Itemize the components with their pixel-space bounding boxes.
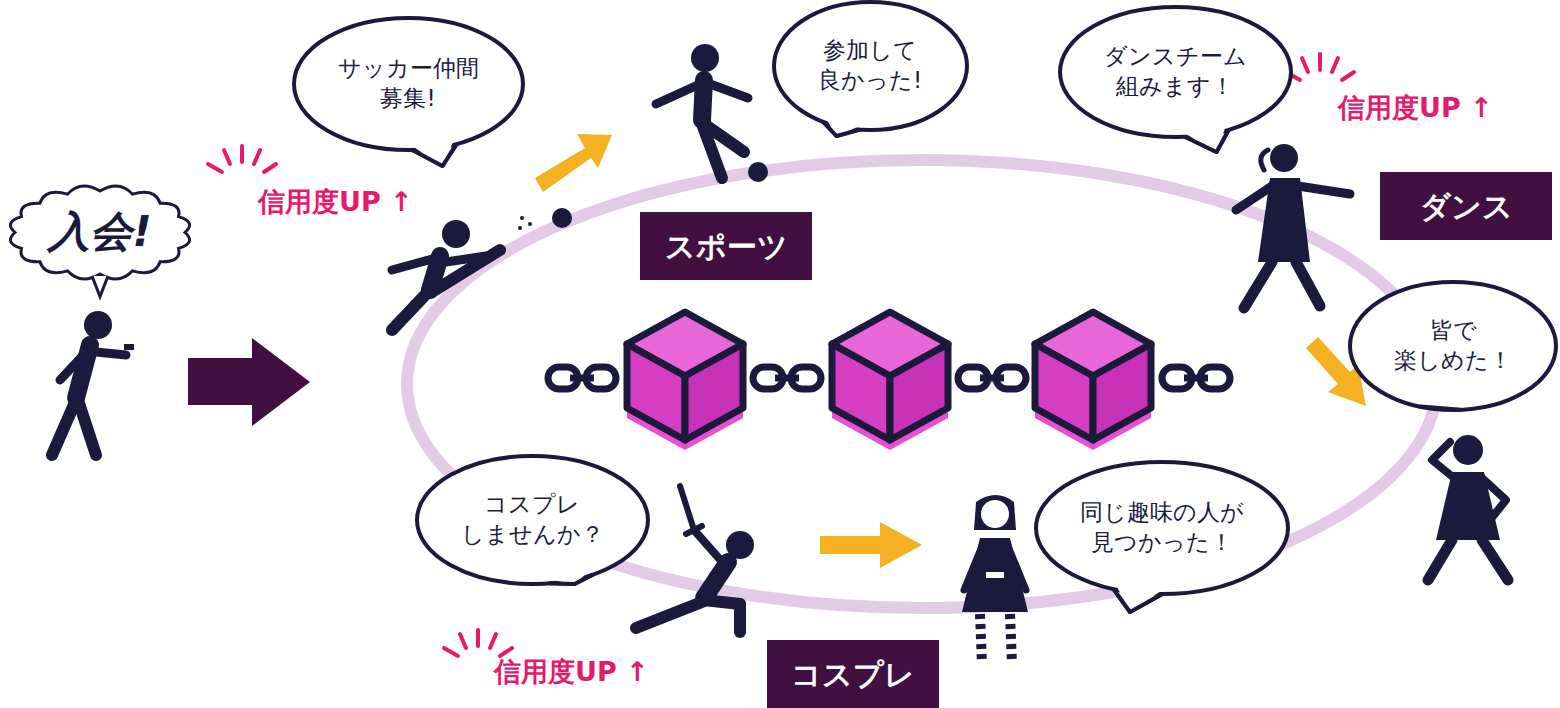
speech-text: 同じ趣味の人が 見つかった！	[1080, 498, 1244, 558]
speech-text: 皆で 楽しめた！	[1394, 316, 1512, 376]
speech-bubble-outline	[1350, 282, 1556, 410]
speech-bubble-outline	[1060, 7, 1291, 137]
trust-up-label: 信用度UP ↑	[258, 184, 413, 220]
speech-bubble: 皆で 楽しめた！	[1350, 282, 1556, 410]
spark	[1286, 54, 1354, 80]
thought-cloud: 入会!	[15, 191, 185, 274]
flow-arrow	[535, 134, 1366, 568]
speech-bubble: サッカー仲間 募集!	[294, 18, 523, 150]
dancer-figure	[1236, 144, 1350, 308]
trust-up-label: 信用度UP ↑	[494, 654, 649, 690]
speech-bubble: ダンスチーム 組みます！	[1060, 7, 1291, 137]
speech-text: コスプレ しませんか？	[461, 490, 604, 550]
join-arrow	[188, 338, 310, 426]
speech-bubble: 参加して 良かった!	[774, 2, 967, 130]
new-member-figure	[52, 311, 134, 455]
speech-text: サッカー仲間 募集!	[338, 54, 479, 114]
spark	[208, 146, 276, 172]
speech-text: 参加して 良かった!	[818, 36, 922, 96]
speech-text: 入会!	[48, 205, 151, 260]
spark	[444, 630, 512, 656]
kicker-figure	[392, 208, 572, 330]
speech-bubble: コスプレ しませんか？	[417, 456, 648, 584]
speech-bubble-outline	[1036, 462, 1288, 594]
category-box: スポーツ	[640, 212, 812, 280]
category-label: スポーツ	[665, 227, 788, 266]
speech-bubble: 同じ趣味の人が 見つかった！	[1036, 462, 1288, 594]
blockchain	[548, 312, 1230, 450]
happy-member-figure	[1428, 435, 1508, 580]
speech-bubble-outline	[417, 456, 648, 584]
speech-text: ダンスチーム 組みます！	[1104, 42, 1247, 102]
category-label: コスプレ	[791, 655, 915, 694]
category-box: コスプレ	[767, 640, 939, 708]
community-ring	[407, 160, 1437, 608]
category-label: ダンス	[1420, 187, 1513, 226]
soccer-player-figure	[656, 44, 768, 182]
speech-bubble-outline	[774, 2, 967, 130]
category-box: ダンス	[1380, 172, 1552, 240]
trust-up-label: 信用度UP ↑	[1338, 90, 1493, 126]
cosplay-girl-figure	[962, 495, 1028, 664]
speech-bubble-outline	[294, 18, 523, 150]
cosplayer-figure	[636, 486, 754, 632]
